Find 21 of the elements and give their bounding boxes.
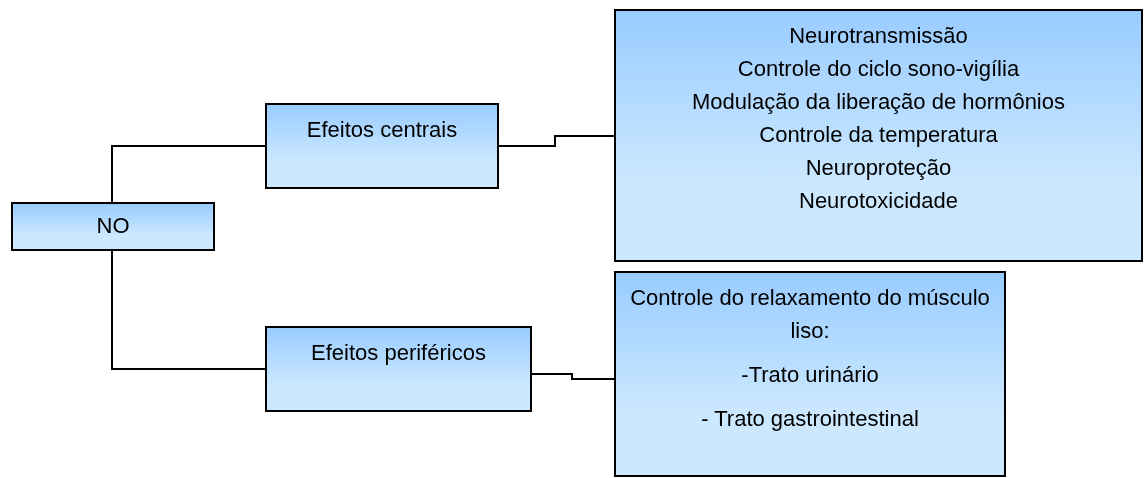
box-text: - Trato gastrointestinal bbox=[701, 405, 919, 433]
text-box bbox=[265, 326, 532, 412]
connector-line bbox=[498, 135, 615, 147]
connector-line bbox=[111, 250, 266, 370]
text-box bbox=[614, 9, 1143, 262]
connector-line bbox=[111, 145, 266, 203]
box-text: Neurotransmissão bbox=[789, 22, 968, 50]
box-text: Modulação da liberação de hormônios bbox=[692, 88, 1065, 116]
text-box bbox=[265, 103, 499, 189]
box-text: Controle da temperatura bbox=[759, 121, 998, 149]
box-text: Efeitos centrais bbox=[306, 117, 458, 143]
box-text: NO bbox=[96, 213, 130, 239]
box-text: Efeitos periféricos bbox=[311, 340, 486, 366]
connector-line bbox=[531, 373, 615, 380]
text-box bbox=[614, 271, 1006, 477]
box-text: Neuroproteção bbox=[805, 154, 952, 182]
box-text: Neurotoxicidade bbox=[799, 187, 958, 215]
box-text: -Trato urinário bbox=[741, 361, 879, 389]
text-box bbox=[11, 202, 215, 251]
box-text: Controle do ciclo sono-vigília bbox=[737, 55, 1020, 83]
box-text: Controle do relaxamento do músculo liso: bbox=[629, 284, 991, 345]
